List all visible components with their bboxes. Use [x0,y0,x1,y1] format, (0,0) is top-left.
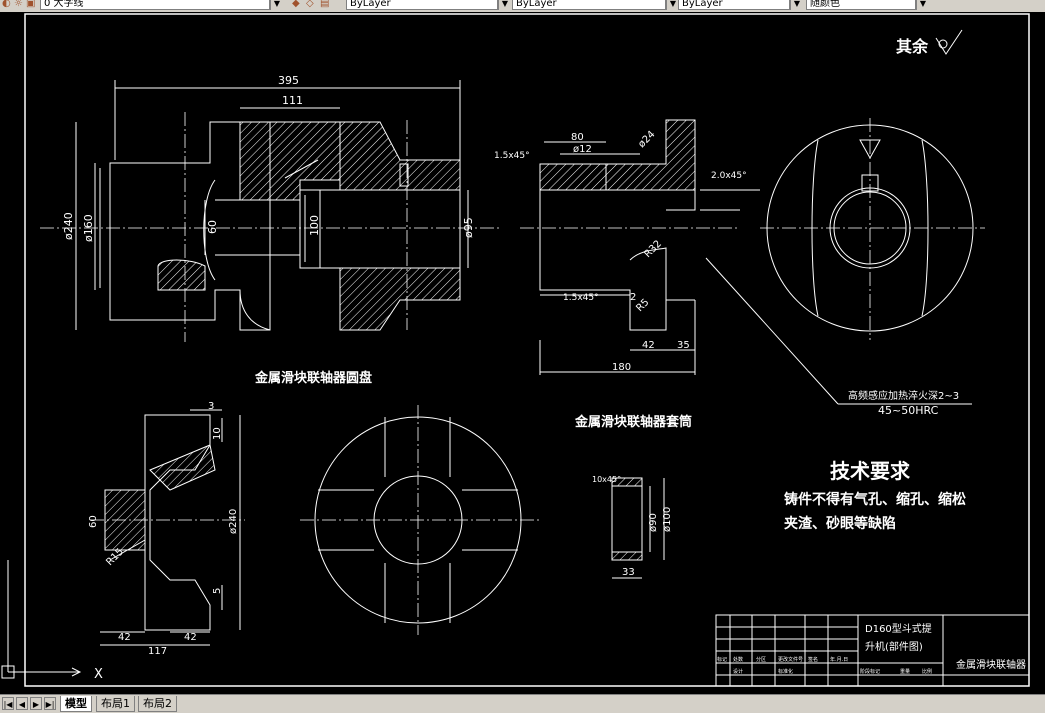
drawing-svg: 其余 395 111 ø240 [1,13,1030,687]
tab-model[interactable]: 模型 [60,696,92,712]
last-tab-button[interactable]: ▶| [44,697,56,710]
dim-42-right-label: 42 [184,632,197,643]
ucs-x-label: X [94,667,103,682]
dim-d24-label: ø24 [636,129,657,150]
dim-overall-width-label: 395 [278,74,299,87]
title-block-cell-count: 处数 [733,656,743,663]
chamfer-top-label: 1.5x45° [494,151,530,161]
slider-section-view [90,409,245,646]
dim-42-label: 42 [642,340,655,351]
slider-cross-view [300,405,540,635]
title-block-cell-weight: 重量 [900,668,910,675]
layer-combo-dropdown-icon[interactable]: ▼ [270,0,283,10]
dim-240-slider-label: ø240 [228,509,239,534]
plotstyle-combo-dropdown-icon[interactable]: ▼ [916,0,929,10]
layer-combo[interactable]: 0 大字线 [40,0,270,10]
dim-3-label: 3 [208,401,214,412]
title-block-cell-signature: 签名 [808,656,818,663]
surface-finish-note: 其余 [896,37,929,56]
title-block-cell-stage: 阶段标记 [860,668,880,675]
dim-5-label: 5 [212,588,223,594]
dim-10-label: 10 [212,427,223,440]
sleeve-caption: 金属滑块联轴器套筒 [574,414,692,430]
tab-layout1[interactable]: 布局1 [96,696,135,712]
title-block-cell-design: 设计 [733,668,743,675]
title-block-cell-mark: 标记 [717,656,727,663]
title-block-project-line2: 升机(部件图) [865,640,923,653]
first-tab-button[interactable]: |◀ [2,697,14,710]
disc-caption: 金属滑块联轴器圆盘 [254,370,372,386]
plotstyle-combo[interactable]: 随颜色 [806,0,916,10]
layer-manager-icon[interactable]: ▤ [320,0,330,9]
make-current-layer-icon[interactable]: ◆ [292,0,300,9]
title-block-cell-scale: 比例 [922,668,932,675]
heat-treatment-line2: 45~50HRC [878,404,939,417]
lineweight-combo-dropdown-icon[interactable]: ▼ [790,0,803,10]
title-block [715,614,1030,687]
dim-diameter-240-label: ø240 [62,212,75,240]
color-combo-dropdown-icon[interactable]: ▼ [498,0,511,10]
layer-previous-icon[interactable]: ◇ [306,0,314,9]
linetype-combo[interactable]: ByLayer [512,0,666,10]
dim-60-slider-label: 60 [88,515,99,528]
disc-section-view [40,80,500,342]
ring-chamfer-label: 10x45° [592,475,621,484]
title-block-cell-zone: 分区 [756,656,766,663]
dim-d90-label: ø90 [648,513,659,532]
color-combo[interactable]: ByLayer [346,0,498,10]
layout-tab-bar: |◀ ◀ ▶ ▶| 模型 布局1 布局2 [0,694,1045,713]
previous-tab-button[interactable]: ◀ [16,697,28,710]
layer-lock-icon[interactable]: ▣ [26,0,36,9]
tech-requirements-line2: 夹渣、砂眼等缺陷 [784,515,896,532]
chamfer-2-label: 2.0x45° [711,171,747,181]
dim-diameter-160-label: ø160 [82,214,95,242]
title-block-part-name: 金属滑块联轴器 [956,658,1026,671]
dim-80-label: 80 [571,132,584,143]
title-block-cell-standard: 标准化 [778,668,793,675]
dim-35-label: 35 [677,340,690,351]
heat-treatment-line1: 高频感应加热淬火深2~3 [848,389,959,402]
tech-requirements-line1: 铸件不得有气孔、缩孔、缩松 [784,491,966,508]
properties-toolbar: ◐ ☼ ▣ 0 大字线 ▼ ◆ ◇ ▤ ByLayer ▼ ByLayer ▼ … [0,0,1045,13]
sleeve-section-view [520,119,972,405]
dim-42-left-label: 42 [118,632,131,643]
drawing-border [24,13,1030,687]
chamfer-bottom-label: 1.5x45° [563,293,599,303]
dim-d100-label: ø100 [662,507,673,532]
dim-2-label: 2 [630,292,636,303]
dim-100-label: 100 [308,215,321,236]
dim-117-label: 117 [148,646,167,657]
dim-33-label: 33 [622,567,635,578]
dim-hub-width-label: 111 [282,94,303,107]
dim-diameter-95-label: ø95 [462,217,475,238]
ucs-icon [1,560,82,679]
sleeve-end-view [760,118,985,340]
layer-state-icon[interactable]: ◐ [2,0,11,9]
layer-freeze-icon[interactable]: ☼ [14,0,23,9]
next-tab-button[interactable]: ▶ [30,697,42,710]
lineweight-combo[interactable]: ByLayer [678,0,790,10]
tech-requirements-title: 技术要求 [830,459,911,483]
dim-d12-label: ø12 [573,144,592,155]
title-block-project-line1: D160型斗式提 [865,622,932,635]
title-block-cell-change-doc: 更改文件号 [778,656,803,663]
ring-section-view [611,477,665,579]
tab-layout2[interactable]: 布局2 [138,696,177,712]
title-block-cell-date: 年.月.日 [830,656,848,663]
model-space-canvas[interactable]: 其余 395 111 ø240 [0,12,1045,694]
roughness-symbol-icon [935,29,963,55]
dim-180-label: 180 [612,362,631,373]
dim-60-label: 60 [206,220,219,234]
linetype-combo-dropdown-icon[interactable]: ▼ [666,0,679,10]
dim-r5-label: R5 [634,297,651,314]
dim-r32-label: R32 [642,238,664,260]
